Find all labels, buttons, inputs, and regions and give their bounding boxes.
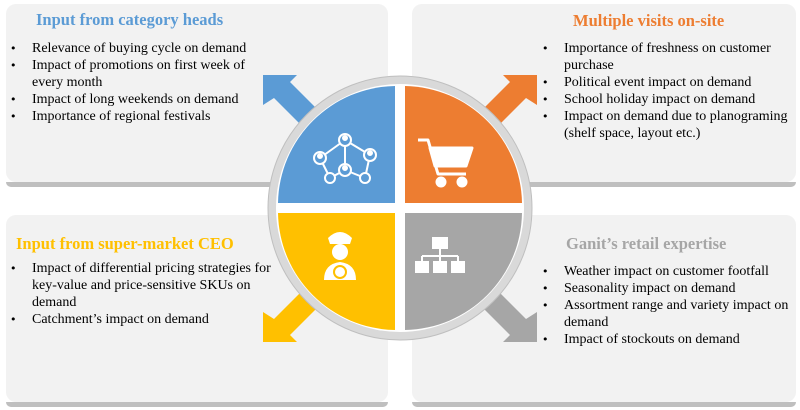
- list-item: Political event impact on demand: [538, 74, 796, 91]
- heading-retail-expertise: Ganit’s retail expertise: [566, 234, 727, 253]
- list-item: Importance of freshness on customer purc…: [538, 40, 796, 74]
- heading-ceo-input: Input from super-market CEO: [16, 234, 234, 253]
- shopping-cart-icon: [418, 138, 474, 188]
- list-site-visits: Importance of freshness on customer purc…: [538, 40, 796, 142]
- heading-site-visits: Multiple visits on-site: [573, 11, 725, 30]
- quadrant-top-right: [405, 86, 522, 203]
- list-item: Impact of promotions on first week of ev…: [6, 57, 266, 91]
- list-item: Impact of differential pricing strategie…: [6, 260, 276, 311]
- list-retail-expertise: Weather impact on customer footfall Seas…: [538, 263, 796, 348]
- network-people-icon: [313, 133, 377, 184]
- list-item: Impact of stockouts on demand: [538, 331, 796, 348]
- list-item: Impact on demand due to planograming (sh…: [538, 108, 796, 142]
- list-item: Relevance of buying cycle on demand: [6, 40, 266, 57]
- org-chart-icon: [415, 237, 465, 273]
- list-item: Seasonality impact on demand: [538, 280, 796, 297]
- list-item: Impact of long weekends on demand: [6, 91, 266, 108]
- heading-category-heads: Input from category heads: [36, 10, 224, 29]
- list-ceo-input: Impact of differential pricing strategie…: [6, 260, 276, 328]
- list-item: School holiday impact on demand: [538, 91, 796, 108]
- list-item: Catchment’s impact on demand: [6, 311, 276, 328]
- list-item: Weather impact on customer footfall: [538, 263, 796, 280]
- list-category-heads: Relevance of buying cycle on demand Impa…: [6, 40, 266, 125]
- list-item: Importance of regional festivals: [6, 108, 266, 125]
- captain-icon: [324, 232, 356, 280]
- list-item: Assortment range and variety impact on d…: [538, 297, 796, 331]
